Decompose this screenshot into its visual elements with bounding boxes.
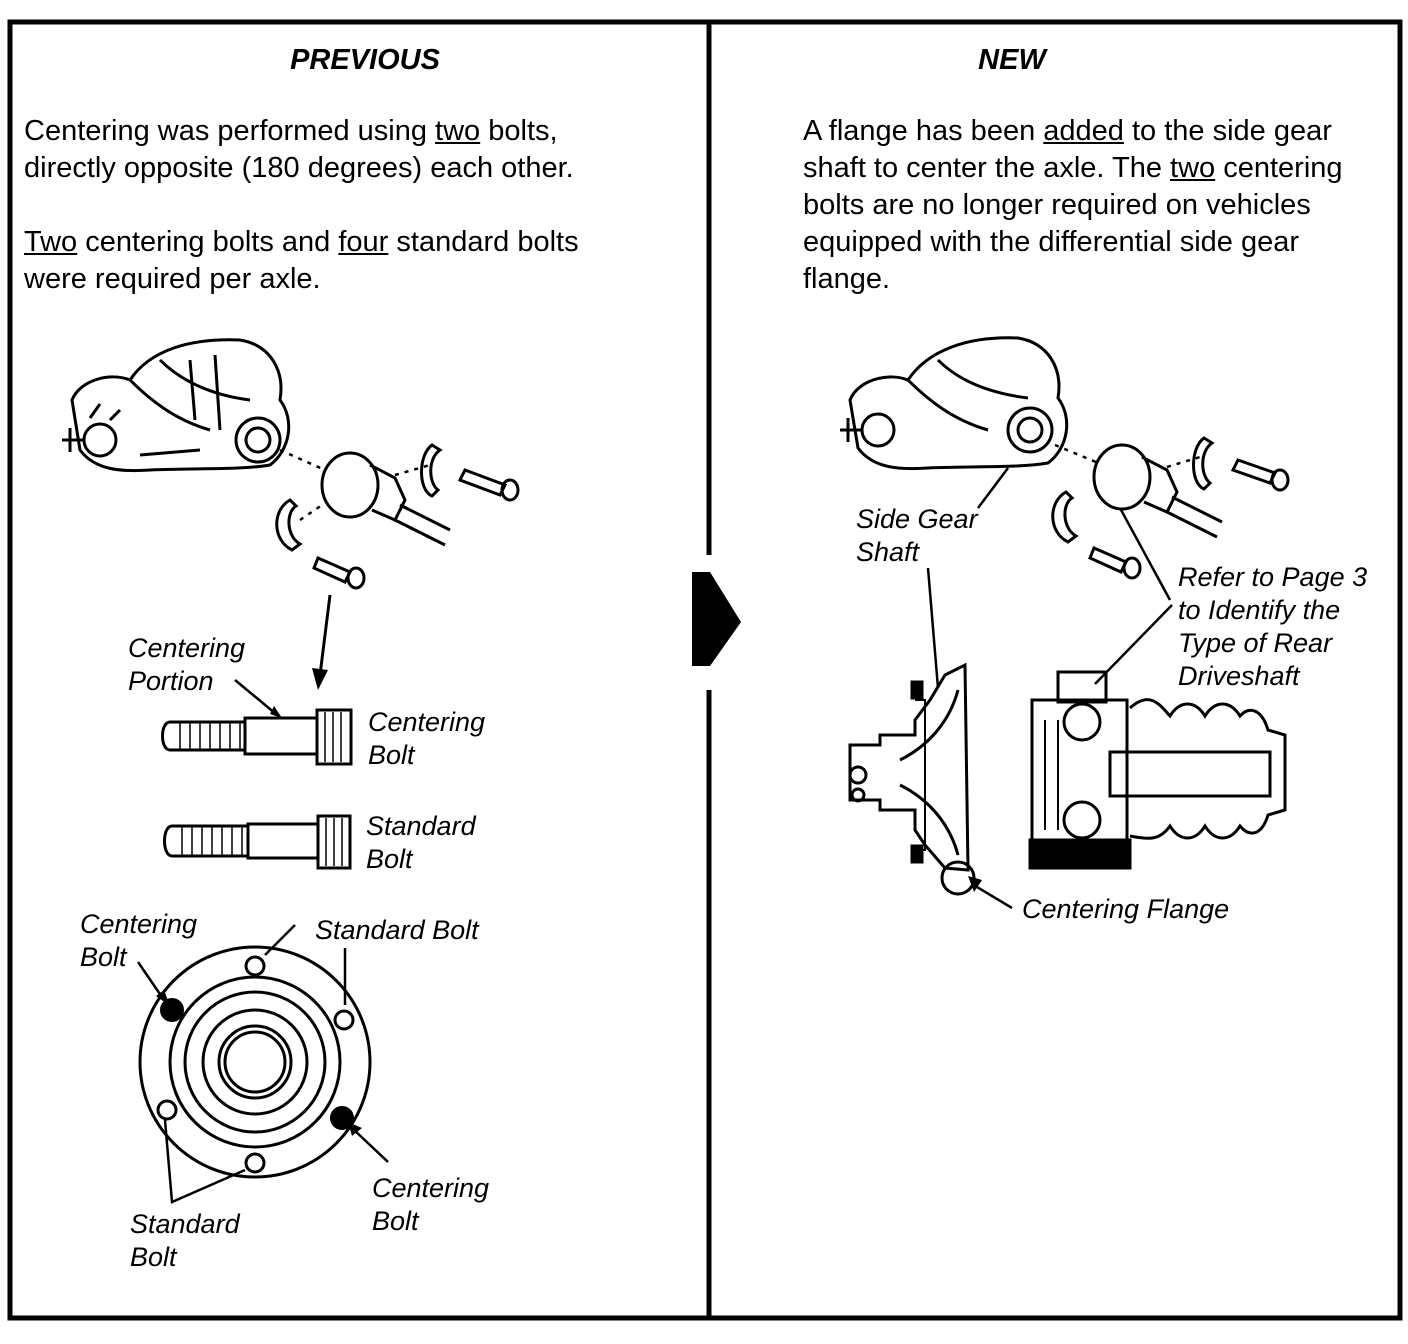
previous-heading: PREVIOUS — [290, 44, 440, 76]
new-heading: NEW — [978, 44, 1046, 76]
new-paragraph: A flange has been added to the side gear… — [803, 115, 1343, 295]
side-gear-shaft-label: Side Gear Shaft — [856, 504, 978, 567]
cv-joint-right — [1092, 443, 1223, 539]
refer-driveshaft-label: Refer to Page 3 to Identify the Type of … — [1178, 562, 1368, 691]
clip-bottom — [275, 498, 303, 552]
standard-bolt-drawing — [163, 814, 352, 870]
differential-housing-left — [62, 338, 291, 473]
outer-border — [7, 19, 1403, 1321]
previous-paragraph-2: Two centering bolts and four standard bo… — [24, 226, 579, 295]
standard-bolt-label: Standard Bolt — [366, 811, 476, 874]
transition-arrow — [692, 572, 741, 666]
flange-centering-bolt-label-right: Centering Bolt — [372, 1173, 490, 1236]
driveshaft-section — [1028, 670, 1287, 870]
clip-right-top — [1192, 436, 1215, 491]
clip-right-bottom — [1051, 490, 1079, 544]
differential-housing-right — [840, 336, 1069, 471]
centering-portion-label: Centering Portion — [128, 633, 246, 696]
previous-paragraph-1: Centering was performed using two bolts,… — [24, 115, 574, 184]
centering-flange-label: Centering Flange — [1022, 894, 1230, 924]
cv-joint-left — [320, 451, 451, 547]
small-bolt-3 — [1230, 458, 1290, 492]
flange-bolt-holes — [156, 955, 355, 1174]
flange-top-view — [138, 945, 372, 1179]
centering-bolt-drawing — [161, 708, 353, 766]
small-bolt-2 — [312, 556, 366, 590]
flange-standard-bolt-label-bottom: Standard Bolt — [130, 1209, 240, 1272]
flange-centering-bolt-label-left: Centering Bolt — [80, 909, 198, 972]
flange-standard-bolt-label-top: Standard Bolt — [315, 915, 479, 945]
flange-centering-bolts — [160, 998, 354, 1130]
centering-bolt-label: Centering Bolt — [368, 707, 486, 770]
small-bolt-1 — [457, 468, 520, 502]
small-bolt-4 — [1088, 546, 1142, 580]
clip-top — [420, 443, 443, 498]
side-gear-shaft-section — [848, 662, 970, 872]
